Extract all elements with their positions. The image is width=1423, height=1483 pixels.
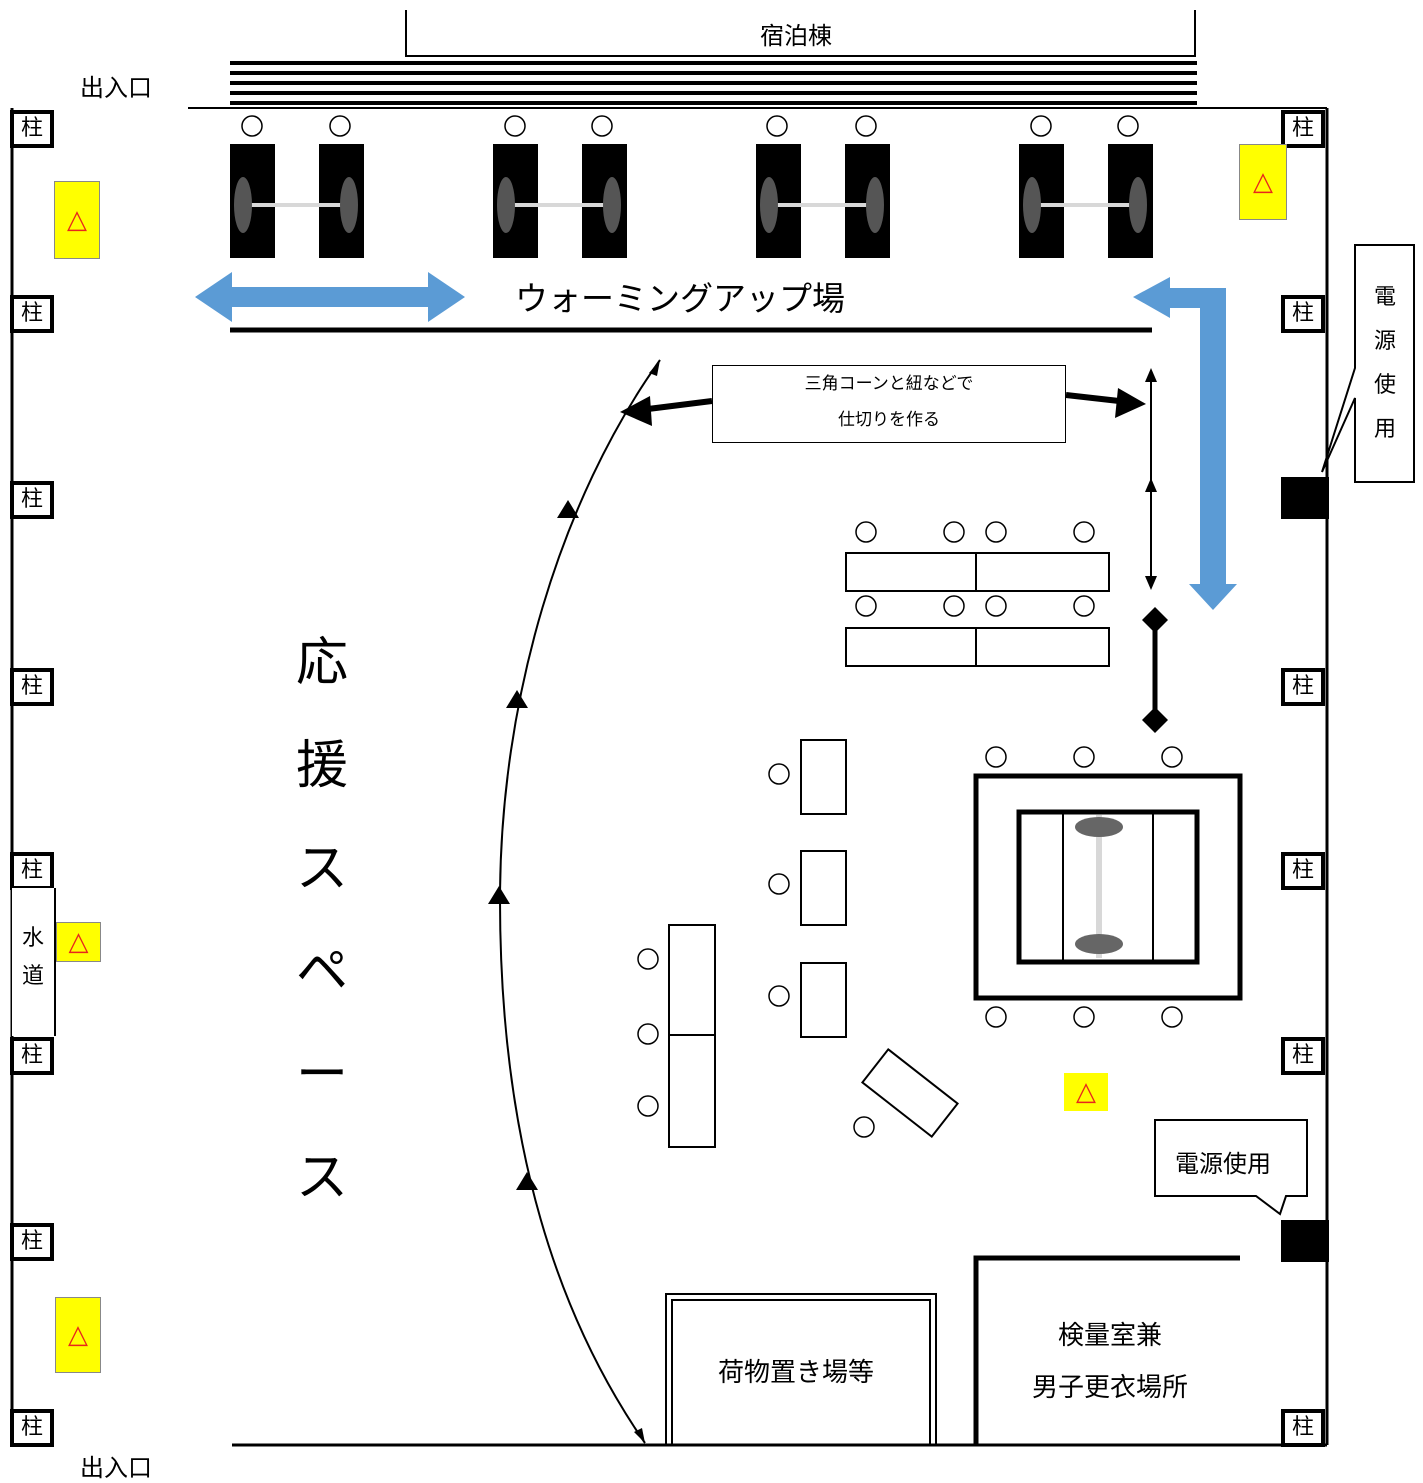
- pillar-right-1: 柱: [1281, 110, 1325, 148]
- pillar-left-5: 柱: [10, 852, 54, 890]
- seats: [241, 115, 1183, 1138]
- official-table-2b: [975, 627, 1110, 667]
- side-table-2: [800, 850, 847, 926]
- pillar-left-7: 柱: [10, 1223, 54, 1261]
- luggage-area-label: 荷物置き場等: [718, 1358, 875, 1388]
- barbell-icon: [760, 177, 884, 233]
- warmup-platform-2: [493, 144, 627, 258]
- power-outlet-upper: [1281, 477, 1329, 519]
- warmup-platform-1: [230, 144, 364, 258]
- weighing-room-label: 検量室兼 男子更衣場所: [1031, 1321, 1188, 1403]
- official-table-1a: [845, 552, 979, 592]
- pillar-right-4: 柱: [1281, 852, 1325, 890]
- warmup-area-label: ウォーミングアップ場: [515, 279, 845, 318]
- long-table-b: [668, 1034, 716, 1148]
- official-table-1b: [975, 552, 1110, 592]
- pillar-right-3: 柱: [1281, 668, 1325, 706]
- pillar-left-8: 柱: [10, 1409, 54, 1447]
- hazard-left-top: △: [54, 181, 100, 259]
- pillar-right-6: 柱: [1281, 1409, 1325, 1447]
- water-label: 水 道: [21, 926, 44, 989]
- pillar-right-2: 柱: [1281, 295, 1325, 333]
- pillar-left-1: 柱: [10, 110, 54, 148]
- lodging-label: 宿泊棟: [760, 22, 832, 50]
- barbell-icon: [1023, 177, 1147, 233]
- hazard-left-bottom: △: [55, 1297, 101, 1373]
- long-table-a: [668, 924, 716, 1038]
- entrance-top-label: 出入口: [80, 74, 152, 102]
- official-table-2a: [845, 627, 979, 667]
- power-use-callout-vertical: 電 源 使 用: [1373, 285, 1396, 442]
- barbell-icon: [497, 177, 621, 233]
- barbell-icon: [234, 177, 358, 233]
- flow-arrow-blue: [1133, 277, 1237, 610]
- hazard-right-top: △: [1239, 144, 1287, 220]
- hazard-center: △: [1064, 1073, 1108, 1111]
- power-use-callout: 電源使用: [1175, 1150, 1271, 1178]
- power-outlet-lower: [1281, 1220, 1329, 1262]
- pillar-left-3: 柱: [10, 481, 54, 519]
- pillar-left-6: 柱: [10, 1037, 54, 1075]
- barbell-icon: [1075, 815, 1123, 958]
- water-area: [12, 888, 56, 1036]
- pillar-left-4: 柱: [10, 668, 54, 706]
- side-table-1: [800, 739, 847, 815]
- partition-note: 三角コーンと紐などで 仕切りを作る: [712, 365, 1066, 443]
- pillar-right-5: 柱: [1281, 1037, 1325, 1075]
- entrance-bottom-label: 出入口: [80, 1454, 152, 1482]
- hazard-water: △: [56, 922, 101, 962]
- cheer-space-label: 応 援 ス ペ ー ス: [295, 633, 348, 1208]
- warmup-double-arrow: [195, 272, 465, 322]
- pillar-left-2: 柱: [10, 295, 54, 333]
- side-table-3: [800, 962, 847, 1038]
